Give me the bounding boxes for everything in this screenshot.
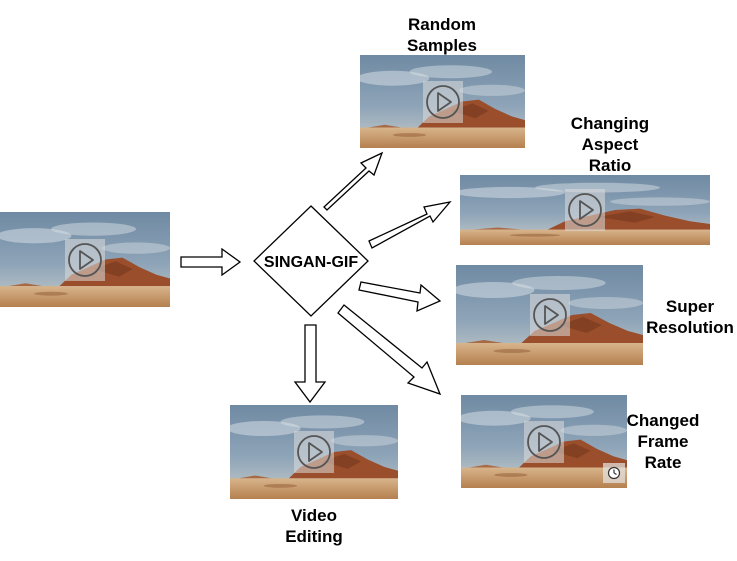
video-editing-label: Video Editing [264,505,364,547]
arrow-to-super-resolution [358,281,442,313]
arrow-to-aspect-ratio [368,201,452,249]
aspect-ratio-label: Changing Aspect Ratio [560,113,660,176]
super-resolution-label: Super Resolution [640,296,737,338]
super-resolution-label-line: Super [665,297,715,316]
frame-rate-thumbnail[interactable] [461,395,627,488]
play-icon[interactable] [422,80,463,123]
arrow-to-video-editing [293,324,327,404]
random-samples-label-line: Random [408,15,476,34]
play-icon[interactable] [524,420,564,463]
arrow-to-frame-rate [337,304,442,396]
play-icon[interactable] [65,238,105,281]
aspect-ratio-label-line: Aspect [581,135,639,154]
frame-rate-label-line: Frame [637,432,689,451]
play-icon[interactable] [294,431,334,473]
arrow-input-to-center [180,247,242,277]
arrow-to-random-samples [323,151,384,211]
singan-gif-label: SINGAN-GIF [264,254,358,271]
random-samples-label: Random Samples [392,14,492,56]
video-editing-label-line: Video [291,506,337,525]
play-icon[interactable] [565,189,605,231]
input-video-thumbnail[interactable] [0,212,170,307]
singan-gif-node [253,205,369,317]
aspect-ratio-label-line: Ratio [588,156,632,175]
video-editing-label-line: Editing [285,527,343,546]
frame-rate-label-line: Changed [626,411,700,430]
super-resolution-label-line: Resolution [646,318,734,337]
frame-rate-label-line: Rate [644,453,682,472]
video-editing-thumbnail[interactable] [230,405,398,499]
aspect-ratio-label-line: Changing [570,114,650,133]
random-samples-label-line: Samples [407,36,477,55]
play-icon[interactable] [529,294,570,336]
random-samples-thumbnail[interactable] [360,55,525,148]
aspect-ratio-thumbnail[interactable] [460,175,710,245]
frame-rate-label: Changed Frame Rate [613,410,713,473]
clock-icon [603,463,625,483]
super-resolution-thumbnail[interactable] [456,265,643,365]
